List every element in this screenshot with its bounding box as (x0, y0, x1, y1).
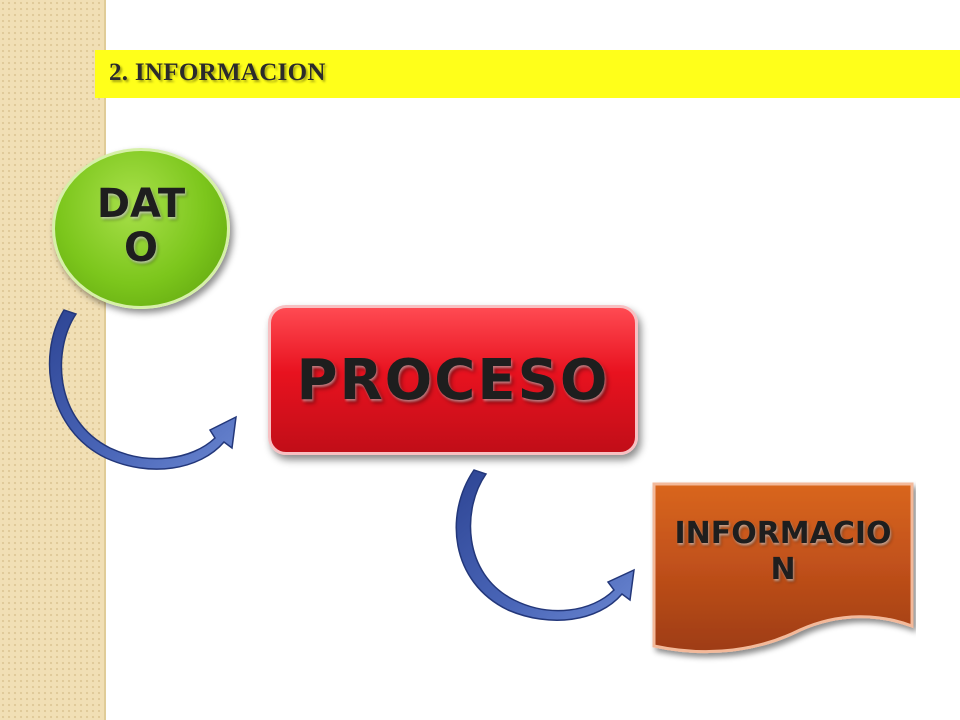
dato-node: DATO (52, 148, 230, 309)
title-bar: 2. INFORMACION (95, 50, 960, 98)
arrow-proceso-to-informacion (455, 469, 635, 621)
arrow-dato-to-proceso (48, 309, 237, 470)
proceso-label: PROCESO (296, 347, 610, 413)
slide-title: 2. INFORMACION (109, 59, 326, 86)
dato-label: DATO (96, 180, 186, 271)
informacion-label: INFORMACION (674, 516, 892, 587)
proceso-node: PROCESO (268, 305, 638, 455)
document-shape (652, 482, 914, 654)
informacion-node: INFORMACION (650, 480, 916, 664)
